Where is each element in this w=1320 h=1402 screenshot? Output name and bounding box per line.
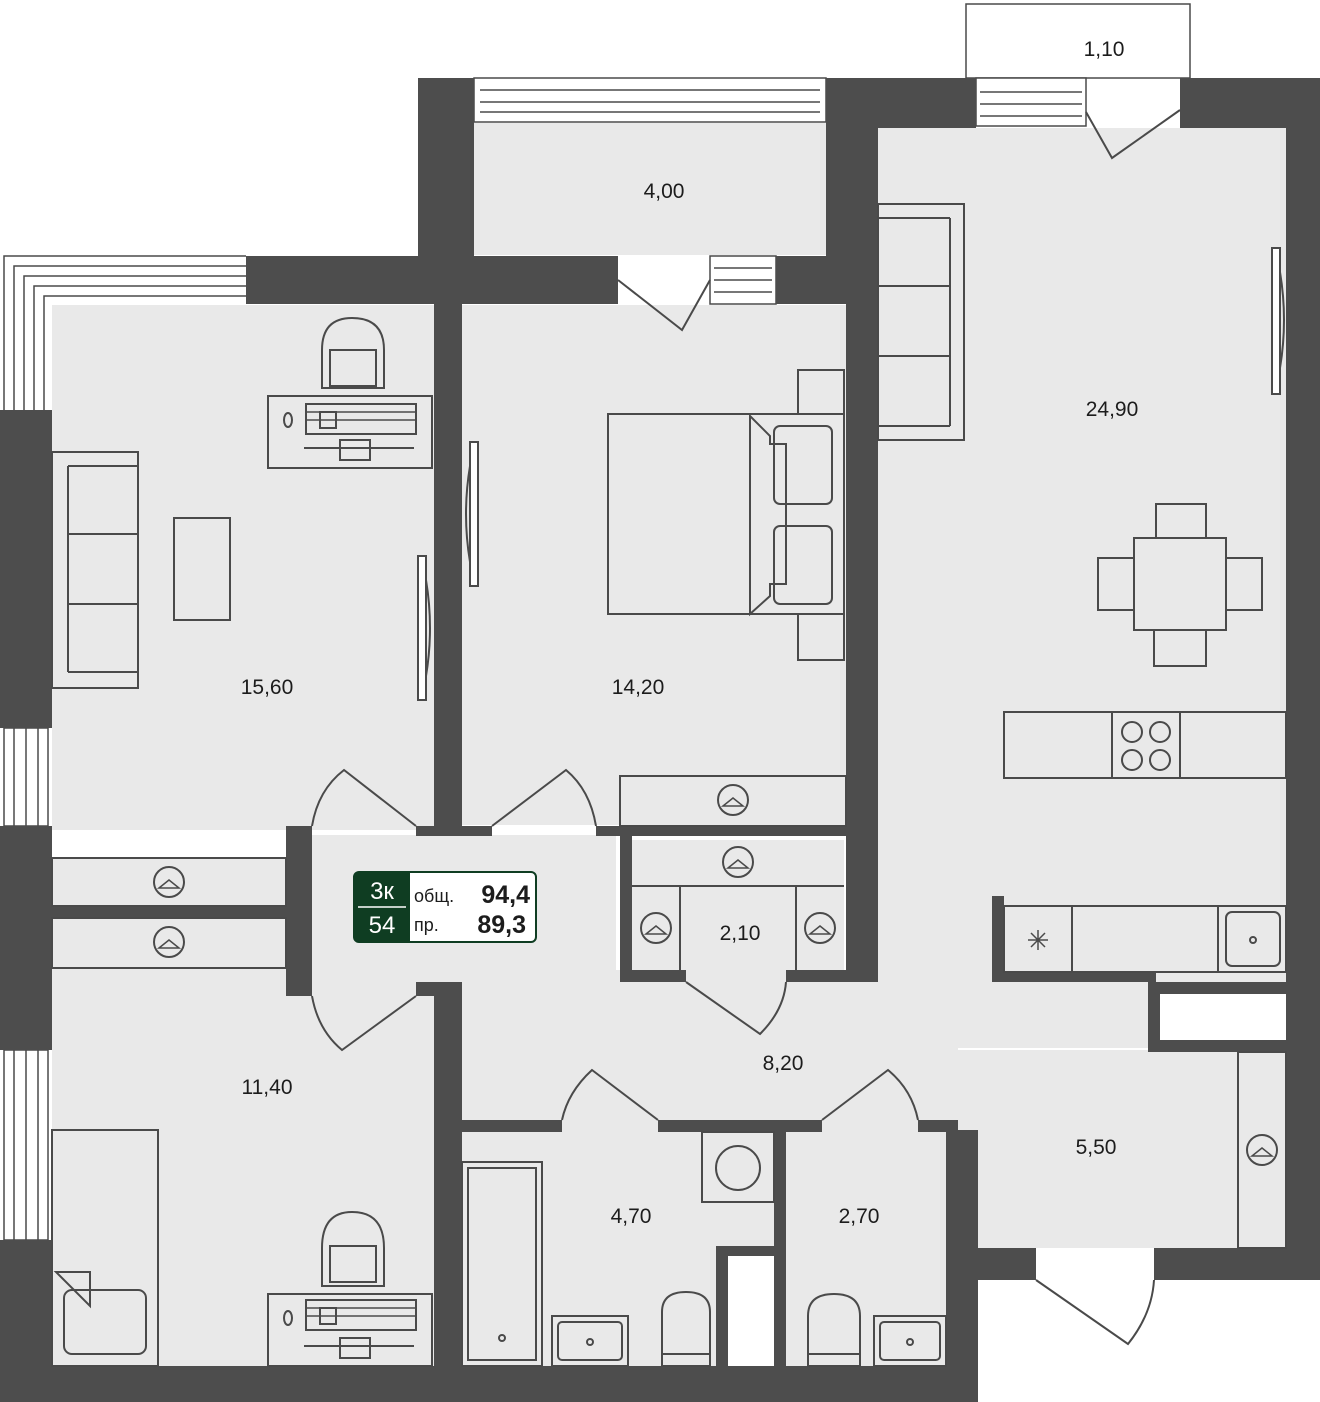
area-label-entry: 5,50 xyxy=(1076,1136,1117,1159)
area-label-wc: 2,70 xyxy=(839,1205,880,1228)
badge-rooms: 3к xyxy=(370,878,394,905)
shaft xyxy=(728,1256,774,1366)
area-label-closet: 2,10 xyxy=(720,922,761,945)
area-label-bathroom: 4,70 xyxy=(611,1205,652,1228)
doors xyxy=(311,109,1285,1346)
badge-living-label: пр. xyxy=(414,915,439,935)
area-label-room-left-top: 15,60 xyxy=(241,676,294,699)
area-label-room-left-bottom: 11,40 xyxy=(242,1076,293,1099)
badge-total-label: общ. xyxy=(414,886,454,906)
area-label-balcony: 4,00 xyxy=(644,180,685,203)
area-labels: 1,10 4,00 24,90 15,60 14,20 2,10 11,40 8… xyxy=(241,38,1139,1228)
badge-total-value: 94,4 xyxy=(481,881,530,909)
walls xyxy=(0,78,1320,1402)
area-label-hall: 8,20 xyxy=(763,1052,804,1075)
area-label-bedroom: 14,20 xyxy=(612,676,665,699)
apartment-badge: 3к 54 общ. 94,4 пр. 89,3 xyxy=(353,871,537,943)
badge-number: 54 xyxy=(369,912,396,939)
area-label-balcony-small: 1,10 xyxy=(1084,38,1125,61)
area-label-living-kitchen: 24,90 xyxy=(1086,398,1139,421)
badge-living-value: 89,3 xyxy=(477,911,526,939)
shaft xyxy=(1160,994,1286,1040)
windows xyxy=(3,3,1191,1241)
furniture xyxy=(51,203,1287,1367)
